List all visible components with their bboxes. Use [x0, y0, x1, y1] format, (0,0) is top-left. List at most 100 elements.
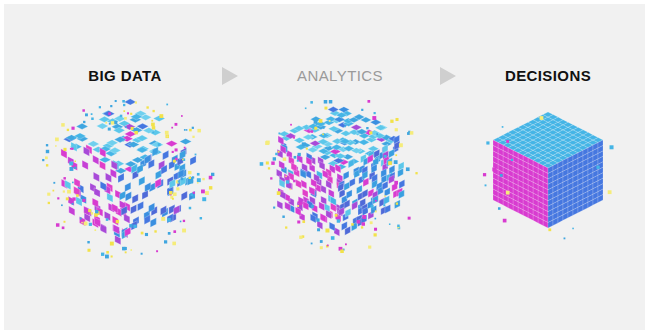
data-speck — [166, 104, 168, 106]
cube-cell — [319, 202, 325, 211]
cube-cell — [100, 161, 106, 171]
cube-cell — [155, 170, 161, 180]
data-speck — [369, 131, 372, 134]
data-speck — [320, 240, 323, 243]
data-speck — [72, 182, 74, 184]
data-speck — [201, 189, 205, 193]
data-speck — [151, 120, 153, 122]
cube-cell — [319, 161, 325, 170]
cube-cell — [528, 212, 533, 220]
scattered-cube — [42, 99, 214, 259]
data-speck — [192, 127, 194, 129]
cube-cell — [351, 124, 362, 130]
data-speck — [548, 228, 551, 231]
data-speck — [184, 147, 186, 149]
cube-cell — [93, 172, 99, 182]
data-speck — [133, 225, 136, 228]
cube-cell — [151, 142, 163, 148]
data-speck — [345, 243, 347, 245]
cube-cell — [103, 111, 115, 117]
cube-cell — [166, 141, 178, 147]
data-speck — [154, 230, 156, 232]
cube-cell — [92, 198, 98, 208]
cube-cell — [131, 204, 137, 214]
cube-cell — [181, 191, 187, 201]
cube-cell — [568, 210, 573, 218]
data-speck — [141, 232, 144, 235]
cube-cell — [373, 195, 379, 204]
data-speck — [294, 156, 297, 159]
data-speck — [172, 242, 176, 246]
cube-cell — [285, 133, 296, 139]
data-speck — [399, 143, 403, 147]
cube-cell — [300, 170, 306, 179]
cube-cell — [543, 220, 548, 228]
cube-cell — [533, 117, 543, 122]
data-speck — [375, 210, 377, 212]
data-speck — [108, 112, 111, 115]
cube-cell — [277, 200, 283, 209]
cube-cell — [114, 136, 126, 142]
data-speck — [87, 249, 90, 252]
data-speck — [374, 218, 376, 220]
cube-cell — [155, 178, 161, 188]
data-speck — [111, 255, 113, 257]
data-speck — [314, 127, 317, 130]
data-speck — [134, 131, 137, 134]
data-speck — [311, 130, 314, 133]
cube-cell — [317, 139, 328, 145]
cube-cell — [339, 138, 350, 144]
cube-cell — [523, 210, 528, 218]
data-speck — [110, 242, 114, 246]
data-speck — [388, 161, 392, 165]
data-speck — [299, 236, 302, 239]
cube-cell — [113, 224, 119, 234]
data-speck — [48, 202, 50, 204]
data-speck — [362, 222, 365, 225]
data-speck — [298, 153, 301, 156]
data-speck — [408, 217, 411, 220]
data-speck — [159, 114, 163, 118]
cube-cell — [301, 180, 307, 189]
cube-cell — [513, 205, 518, 213]
data-speck — [370, 205, 373, 208]
cube-cell — [493, 195, 498, 203]
data-speck — [183, 220, 185, 222]
data-speck — [366, 127, 368, 129]
cube-cell — [137, 123, 149, 129]
data-speck — [397, 225, 399, 227]
data-speck — [376, 133, 378, 135]
cube-cell — [328, 126, 339, 132]
data-speck — [406, 167, 410, 171]
cube-cell — [503, 200, 508, 208]
cube-cell — [107, 118, 119, 124]
data-speck — [171, 127, 173, 129]
cube-cell — [362, 207, 368, 216]
data-speck — [200, 217, 202, 219]
data-speck — [189, 207, 191, 209]
data-speck — [173, 192, 177, 196]
data-speck — [500, 174, 503, 177]
cube-cell — [111, 161, 117, 171]
data-speck — [186, 129, 188, 131]
data-speck — [197, 182, 199, 184]
cube-cell — [113, 127, 125, 133]
data-speck — [123, 104, 125, 106]
cube-cell — [398, 168, 404, 177]
data-speck — [181, 178, 184, 181]
data-speck — [130, 113, 132, 115]
data-speck — [88, 209, 91, 212]
data-speck — [323, 127, 325, 129]
cube-cell — [387, 158, 393, 167]
data-speck — [56, 223, 59, 226]
data-speck — [283, 157, 286, 160]
cube-cell — [508, 202, 513, 210]
data-speck — [506, 140, 509, 143]
data-speck — [61, 123, 65, 127]
data-speck — [141, 253, 143, 255]
cube-cell — [303, 201, 309, 210]
data-speck — [311, 243, 313, 245]
data-speck — [367, 100, 370, 103]
cube-cell — [82, 160, 88, 170]
data-speck — [329, 120, 331, 122]
